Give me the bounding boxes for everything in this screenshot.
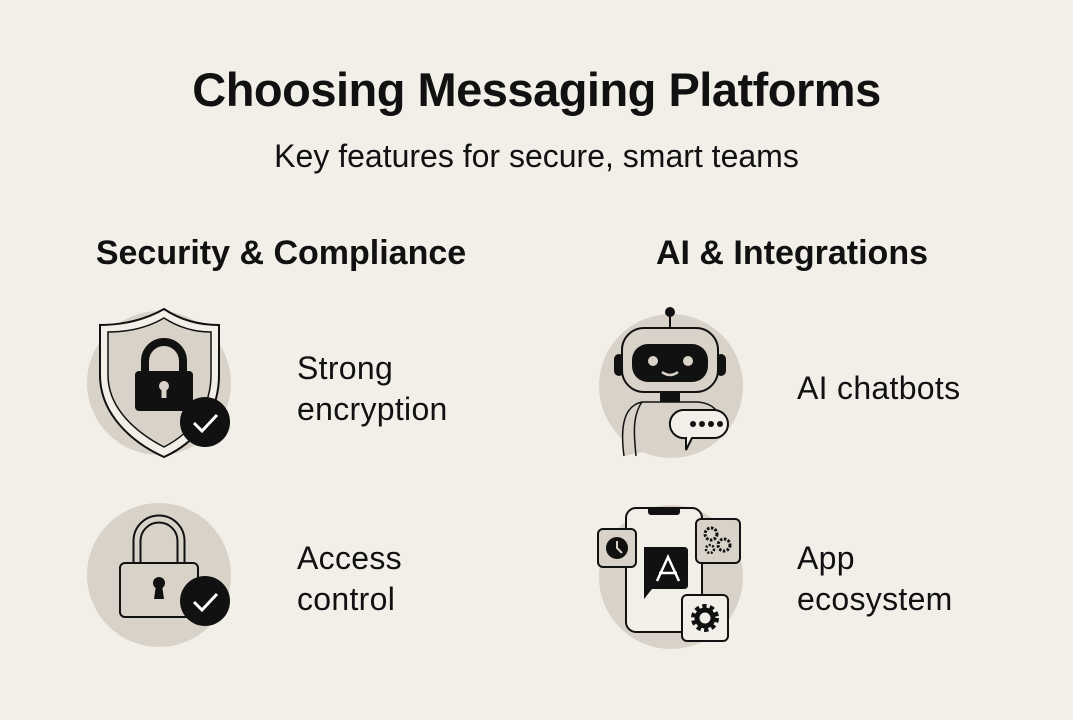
- feature-label-line1: App: [797, 540, 855, 576]
- feature-label-line2: encryption: [297, 391, 448, 427]
- feature-label-line1: Strong: [297, 350, 394, 386]
- feature-app-ecosystem: App ecosystem: [797, 538, 953, 620]
- section-heading-ai: AI & Integrations: [655, 234, 929, 272]
- feature-label-line2: ecosystem: [797, 581, 953, 617]
- padlock-check-icon: [87, 503, 231, 647]
- shield-lock-icon: [87, 307, 231, 459]
- section-heading-security: Security & Compliance: [95, 234, 467, 272]
- phone-apps-icon: [597, 505, 743, 649]
- feature-access-control: Access control: [297, 538, 402, 620]
- page-subtitle: Key features for secure, smart teams: [274, 138, 799, 174]
- feature-label-line1: Access: [297, 540, 402, 576]
- feature-label-line1: AI chatbots: [797, 370, 961, 406]
- page-title: Choosing Messaging Platforms: [192, 63, 881, 116]
- feature-label-line2: control: [297, 581, 396, 617]
- robot-chat-icon: [599, 307, 743, 458]
- feature-ai-chatbots: AI chatbots: [797, 368, 960, 409]
- feature-strong-encryption: Strong encryption: [297, 348, 448, 430]
